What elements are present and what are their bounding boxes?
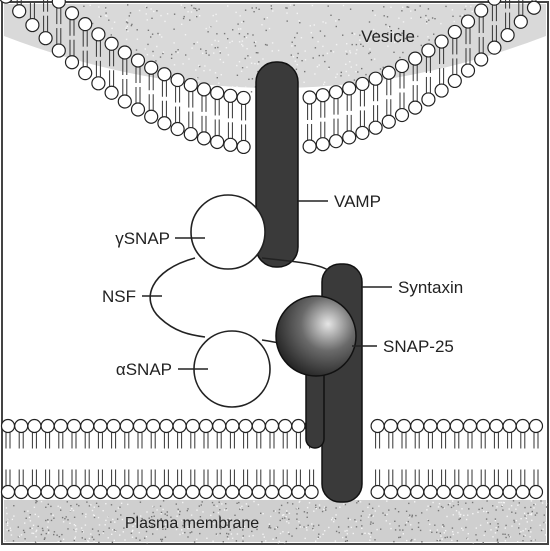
plasma-membrane-floor — [4, 500, 547, 543]
label-vamp: VAMP — [334, 192, 381, 211]
label-snap25: SNAP-25 — [383, 337, 454, 356]
label-vesicle: Vesicle — [361, 27, 415, 46]
label-plasma-membrane: Plasma membrane — [125, 515, 259, 532]
label-gamma-snap: γSNAP — [115, 229, 170, 248]
label-nsf: NSF — [102, 287, 136, 306]
gamma-snap-protein — [191, 195, 265, 269]
label-syntaxin: Syntaxin — [398, 278, 463, 297]
label-alpha-snap: αSNAP — [116, 360, 172, 379]
